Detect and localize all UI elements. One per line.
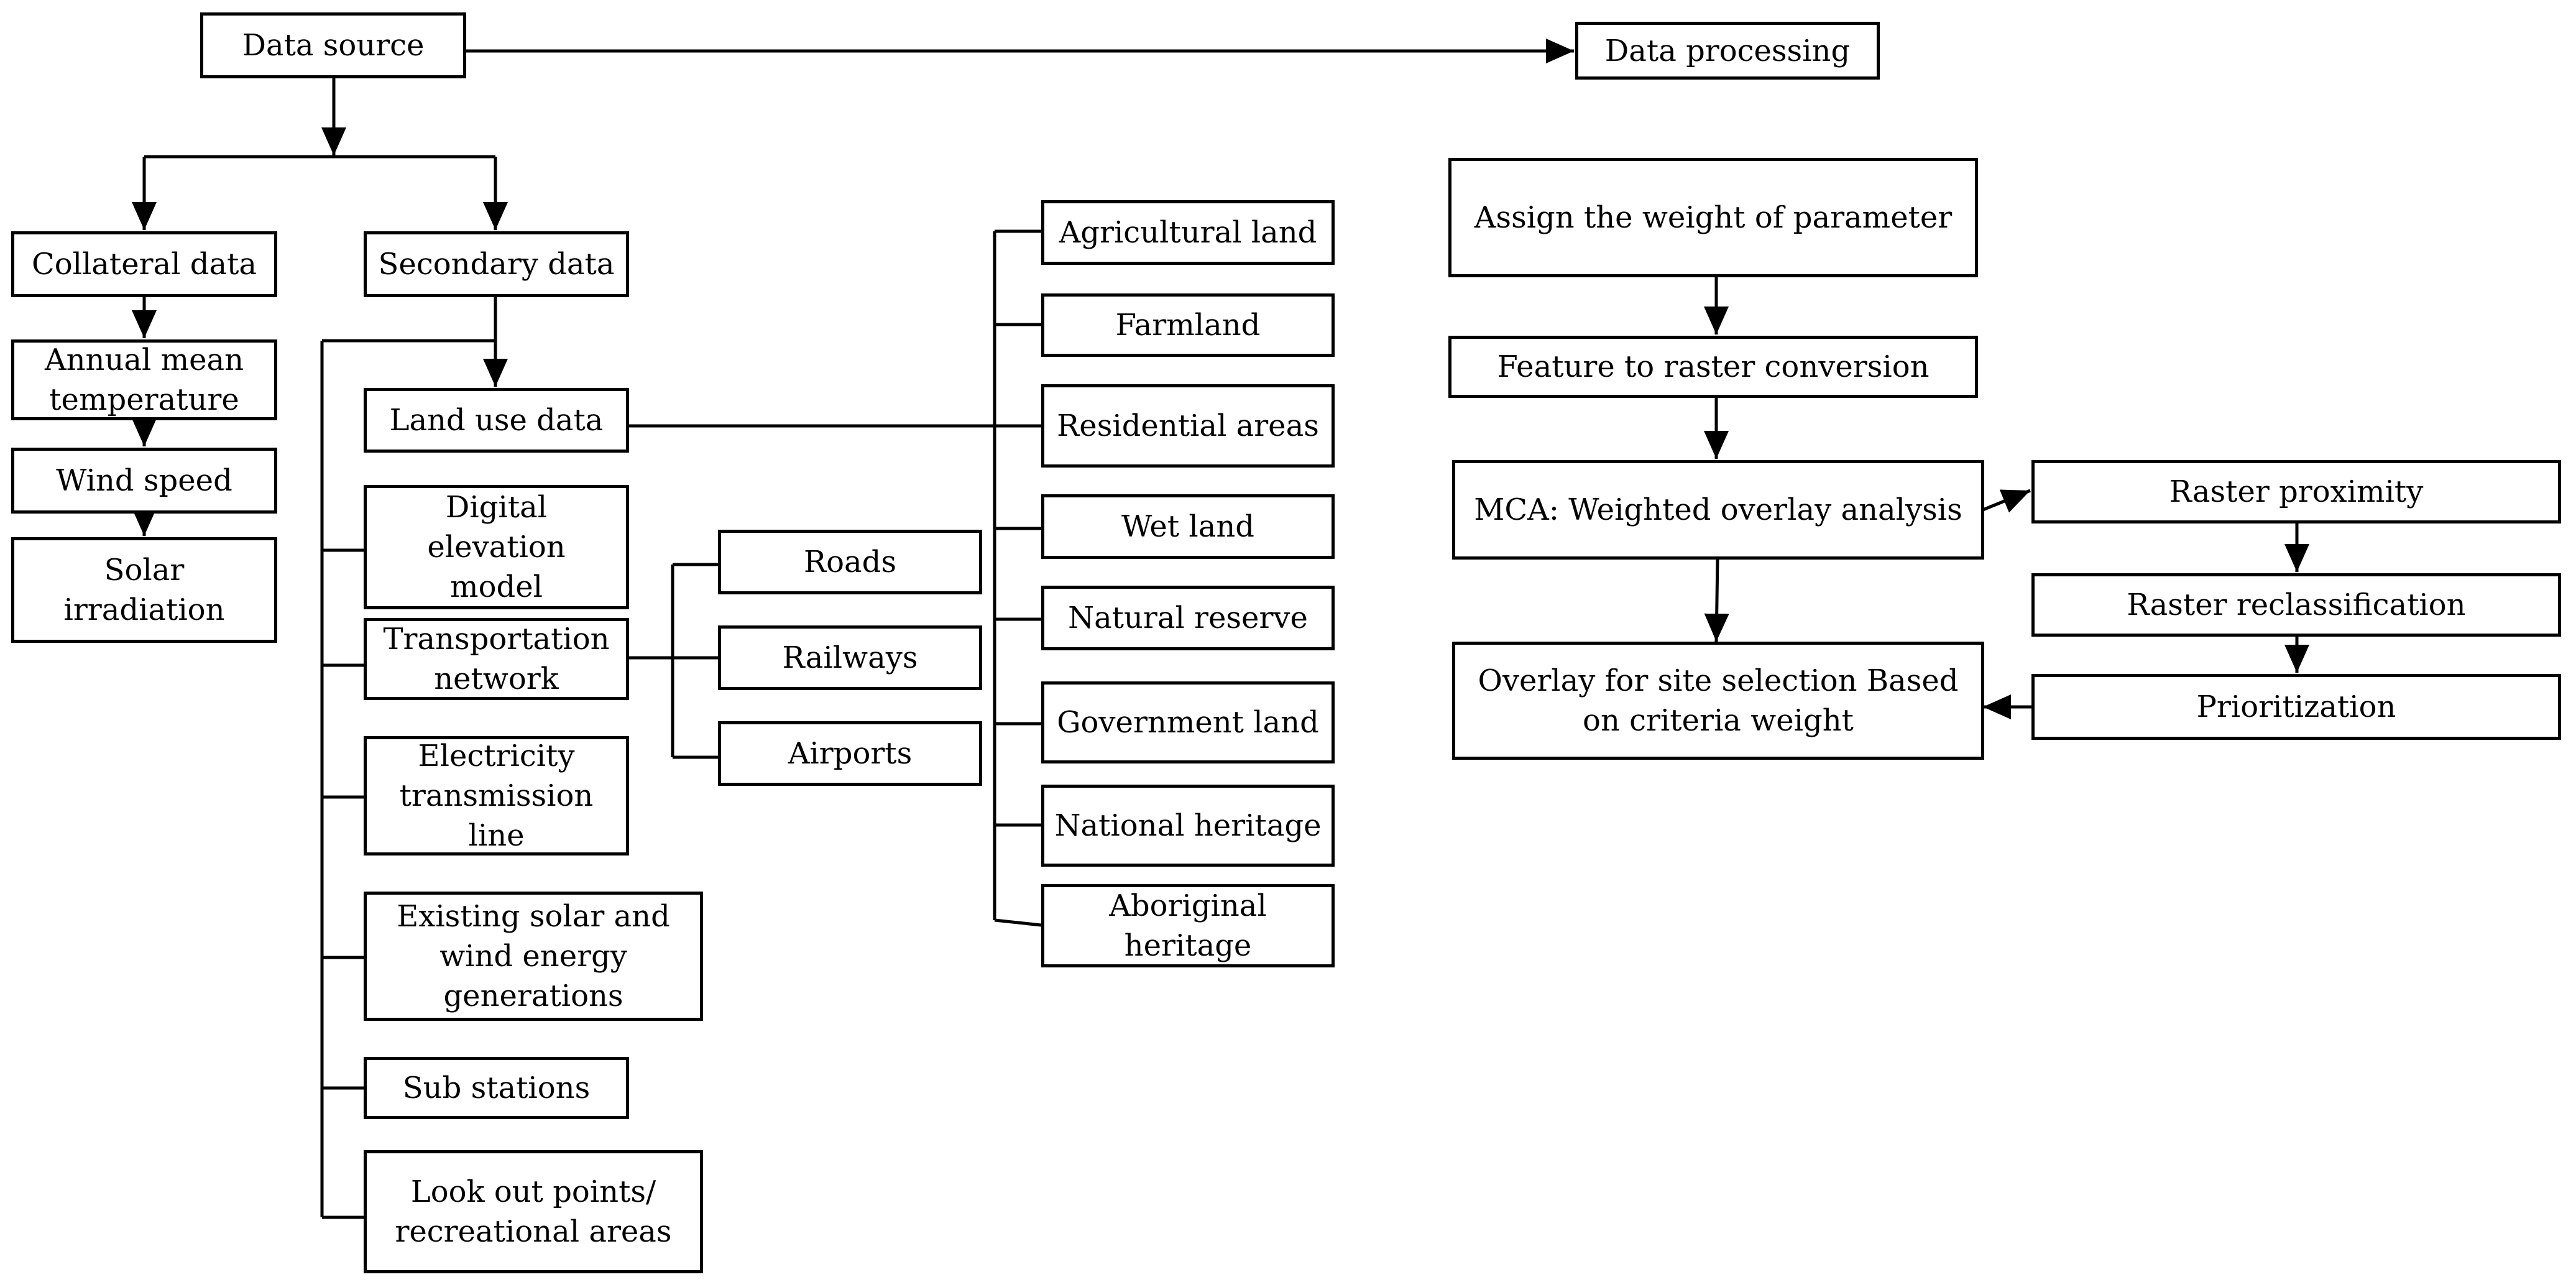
data-processing-label: Data processing: [1604, 33, 1851, 68]
sub-stations-label: Sub stations: [402, 1071, 591, 1105]
airports-box: Airports: [718, 721, 982, 786]
digital-elevation-model-label: Digital elevation model: [427, 490, 566, 604]
arrow-mca-to-overlay: [1704, 558, 1729, 642]
look-out-points-box: Look out points/ recreational areas: [364, 1150, 703, 1273]
feature-to-raster-box: Feature to raster conversion: [1448, 336, 1978, 398]
aboriginal-heritage-label: Aboriginal heritage: [1109, 888, 1267, 963]
data-processing-box: Data processing: [1575, 22, 1880, 80]
feature-to-raster-label: Feature to raster conversion: [1497, 349, 1930, 384]
assign-weight-box: Assign the weight of parameter: [1448, 158, 1978, 277]
existing-solar-wind-box: Existing solar and wind energy generatio…: [364, 892, 703, 1021]
transportation-network-label: Transportation network: [383, 622, 610, 696]
collateral-data-box: Collateral data: [11, 231, 277, 297]
digital-elevation-model-box: Digital elevation model: [364, 485, 629, 609]
transportation-network-box: Transportation network: [364, 618, 629, 700]
airports-label: Airports: [788, 736, 913, 771]
data-source-box: Data source: [200, 12, 466, 78]
electricity-transmission-line-label: Electricity transmission line: [399, 739, 594, 853]
data-source-label: Data source: [242, 28, 425, 63]
roads-box: Roads: [718, 530, 982, 594]
wind-speed-box: Wind speed: [11, 448, 277, 514]
national-heritage-box: National heritage: [1041, 785, 1335, 867]
solar-irradiation-box: Solar irradiation: [11, 537, 277, 643]
natural-reserve-box: Natural reserve: [1041, 586, 1335, 650]
assign-weight-label: Assign the weight of parameter: [1474, 200, 1953, 235]
raster-reclassification-label: Raster reclassification: [2127, 588, 2466, 622]
prioritization-box: Prioritization: [2031, 674, 2561, 740]
raster-proximity-box: Raster proximity: [2031, 460, 2561, 523]
railways-box: Railways: [718, 625, 982, 690]
wet-land-box: Wet land: [1041, 494, 1335, 559]
annual-mean-temperature-box: Annual mean temperature: [11, 339, 277, 420]
look-out-points-label: Look out points/ recreational areas: [395, 1174, 672, 1249]
residential-areas-label: Residential areas: [1057, 408, 1319, 443]
land-use-data-label: Land use data: [389, 403, 604, 438]
railways-label: Railways: [782, 640, 918, 675]
overlay-site-selection-label: Overlay for site selection Based on crit…: [1478, 663, 1959, 738]
agricultural-land-label: Agricultural land: [1059, 215, 1317, 250]
existing-solar-wind-label: Existing solar and wind energy generatio…: [397, 899, 670, 1013]
wet-land-label: Wet land: [1121, 509, 1254, 544]
natural-reserve-label: Natural reserve: [1068, 601, 1308, 635]
government-land-label: Government land: [1057, 705, 1319, 740]
landuse-to-aboriginal: [994, 918, 1042, 927]
collateral-data-label: Collateral data: [31, 247, 257, 282]
electricity-transmission-line-box: Electricity transmission line: [364, 736, 629, 855]
raster-proximity-label: Raster proximity: [2169, 474, 2424, 509]
sub-stations-box: Sub stations: [364, 1057, 629, 1119]
government-land-box: Government land: [1041, 681, 1335, 763]
wind-speed-label: Wind speed: [56, 463, 232, 498]
land-use-data-box: Land use data: [364, 388, 629, 453]
prioritization-label: Prioritization: [2196, 689, 2396, 724]
agricultural-land-box: Agricultural land: [1041, 200, 1335, 265]
residential-areas-box: Residential areas: [1041, 384, 1335, 468]
roads-label: Roads: [803, 545, 896, 579]
secondary-data-label: Secondary data: [378, 247, 615, 282]
secondary-data-box: Secondary data: [364, 231, 629, 297]
aboriginal-heritage-box: Aboriginal heritage: [1041, 884, 1335, 967]
annual-mean-temperature-label: Annual mean temperature: [44, 343, 244, 417]
farmland-label: Farmland: [1115, 308, 1261, 343]
national-heritage-label: National heritage: [1054, 808, 1322, 843]
arrow-mca-to-proximity: [1982, 489, 2031, 513]
mca-weighted-overlay-box: MCA: Weighted overlay analysis: [1452, 460, 1984, 560]
solar-irradiation-label: Solar irradiation: [63, 553, 225, 627]
overlay-site-selection-box: Overlay for site selection Based on crit…: [1452, 642, 1984, 760]
mca-weighted-overlay-label: MCA: Weighted overlay analysis: [1474, 492, 1962, 527]
farmland-box: Farmland: [1041, 293, 1335, 357]
raster-reclassification-box: Raster reclassification: [2031, 573, 2561, 637]
